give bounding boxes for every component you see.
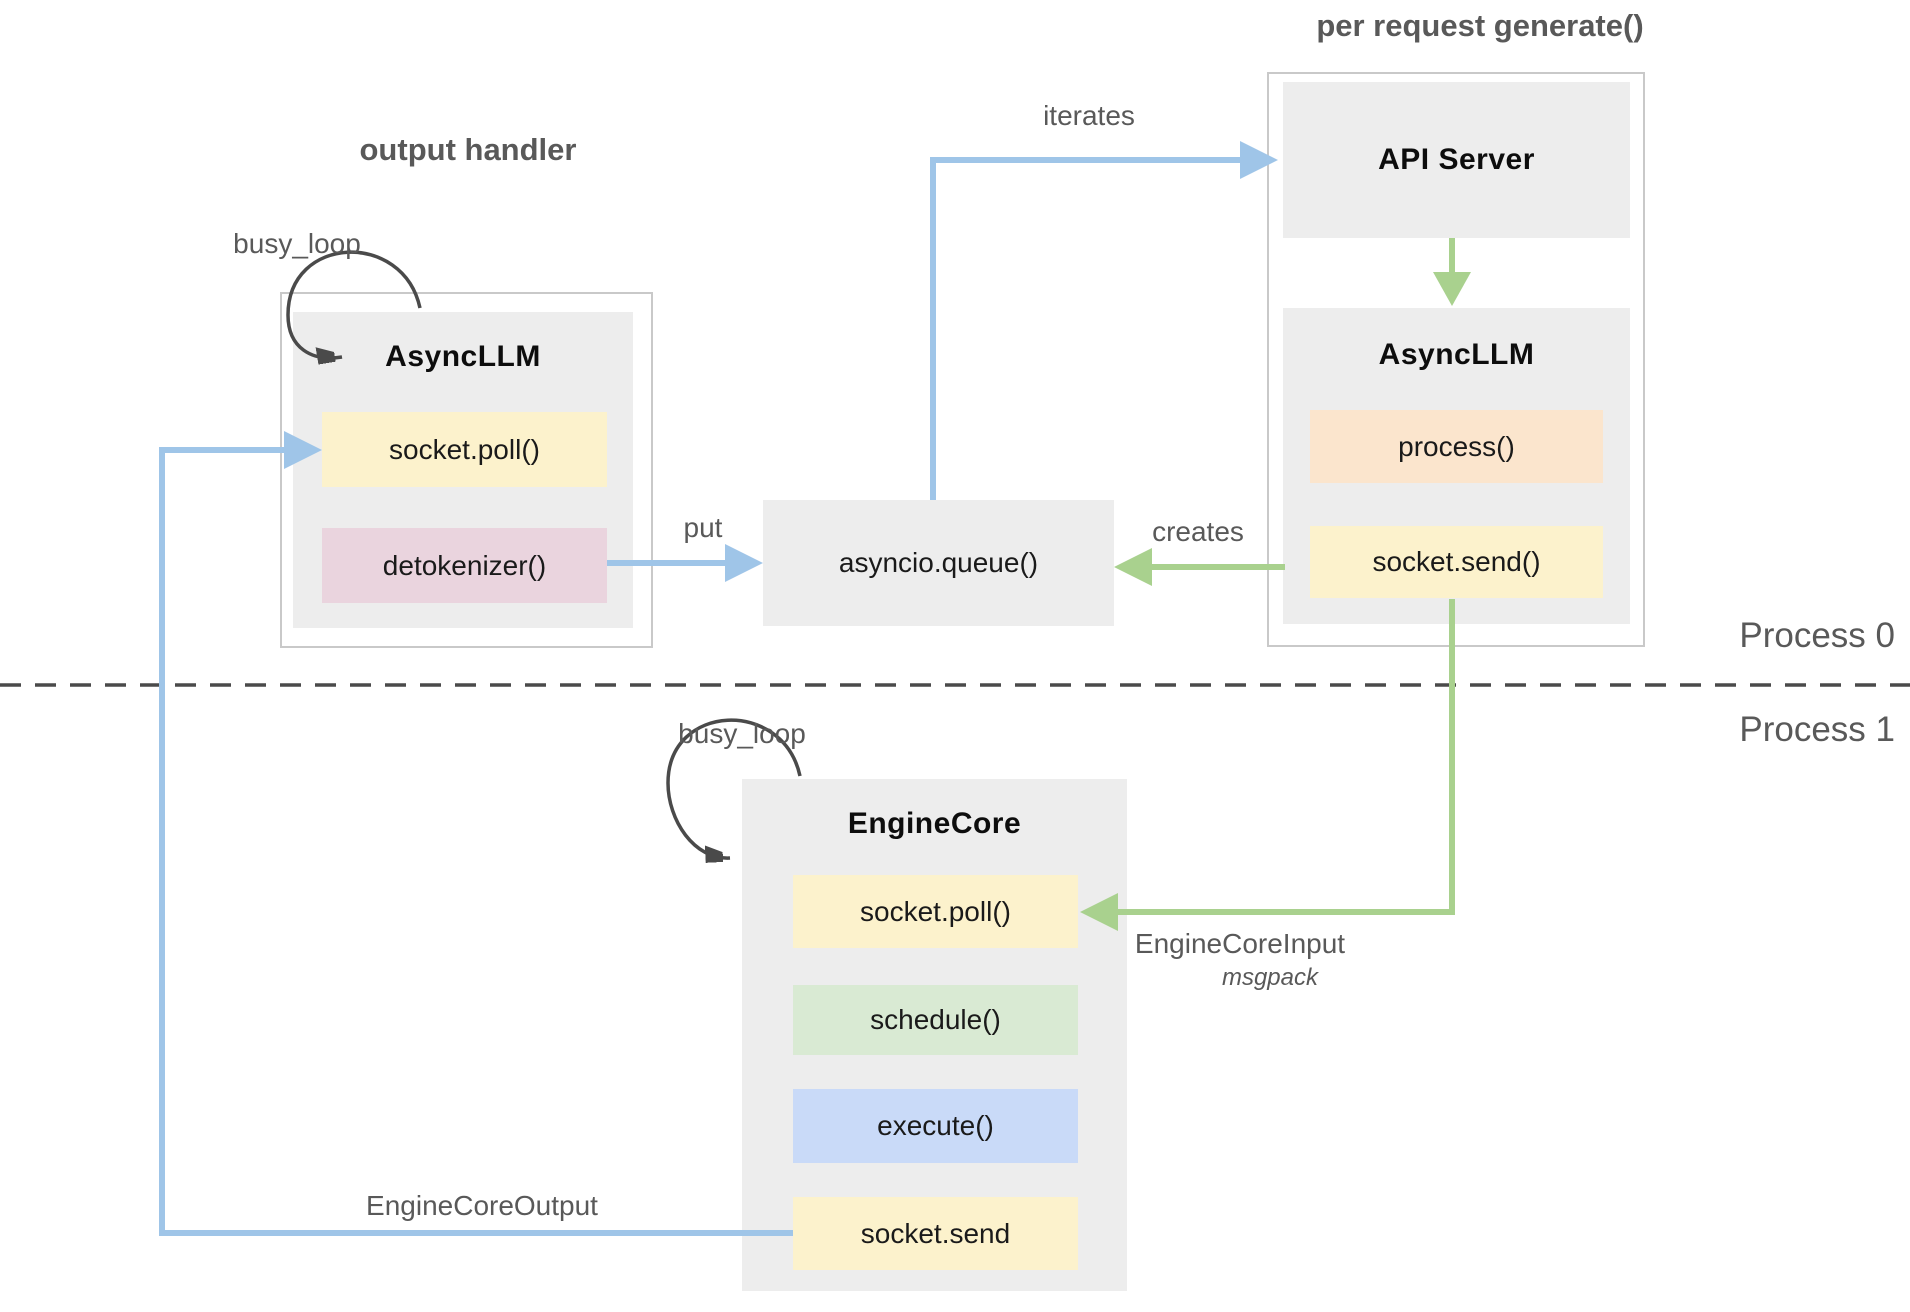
per-request-container: API Server AsyncLLM process() socket.sen…	[1267, 72, 1645, 647]
execute-label: execute()	[877, 1110, 994, 1141]
process-chip: process()	[1310, 410, 1603, 483]
asyncio-queue-box: asyncio.queue()	[763, 500, 1114, 626]
process-label: process()	[1398, 430, 1515, 462]
per-request-title: per request generate()	[1316, 8, 1644, 43]
busy-loop-left-label: busy_loop	[233, 228, 361, 259]
api-server-title: API Server	[1378, 143, 1535, 176]
api-server-box: API Server	[1283, 82, 1630, 238]
put-label: put	[683, 512, 723, 543]
engine-core-output-label: EngineCoreOutput	[366, 1190, 598, 1221]
engine-core-title: EngineCore	[847, 807, 1022, 840]
msgpack-label: msgpack	[1221, 964, 1319, 991]
engine-core-input-label: EngineCoreInput	[1134, 928, 1346, 959]
engine-socket-poll-label: socket.poll()	[860, 895, 1011, 927]
socket-send-right-label: socket.send()	[1372, 546, 1541, 577]
iterates-label: iterates	[1043, 100, 1135, 131]
async-llm-right-box: AsyncLLM process() socket.send()	[1283, 308, 1630, 624]
engine-core-box: EngineCore socket.poll() schedule() exec…	[742, 779, 1127, 1291]
process-1-label: Process 1	[1739, 710, 1895, 749]
schedule-label: schedule()	[870, 1004, 1001, 1035]
engine-socket-send-label: socket.send	[860, 1217, 1011, 1249]
asyncio-queue-label: asyncio.queue()	[838, 547, 1039, 578]
execute-chip: execute()	[793, 1089, 1078, 1163]
async-llm-right-title: AsyncLLM	[1378, 338, 1535, 371]
socket-send-right-chip: socket.send()	[1310, 526, 1603, 598]
engine-socket-poll-chip: socket.poll()	[793, 875, 1078, 948]
creates-label: creates	[1152, 516, 1244, 547]
output-handler-title: output handler	[359, 132, 577, 167]
busy-loop-bottom-label: busy_loop	[678, 718, 806, 749]
engine-socket-send-chip: socket.send	[793, 1197, 1078, 1270]
process-0-label: Process 0	[1739, 616, 1895, 655]
schedule-chip: schedule()	[793, 985, 1078, 1055]
